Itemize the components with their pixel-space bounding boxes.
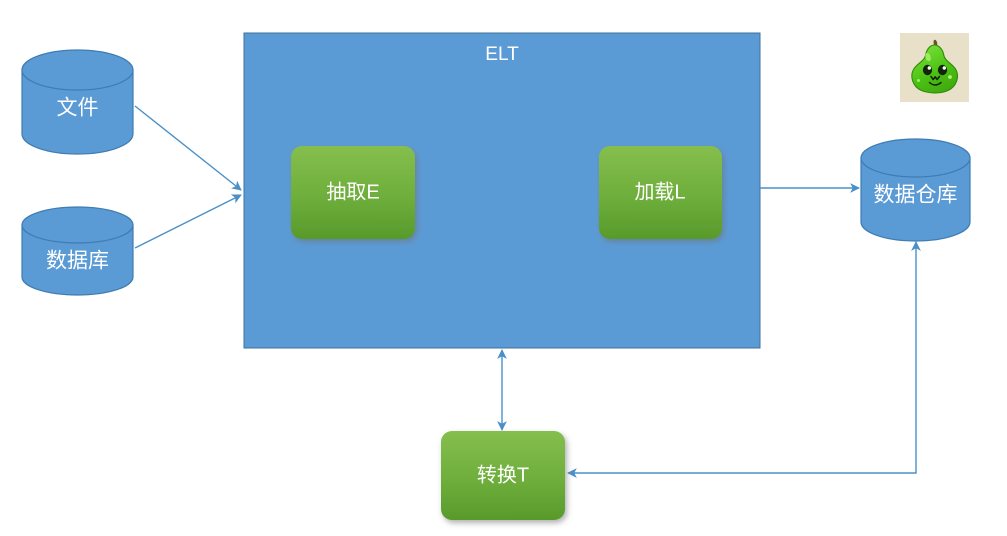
connector-group [134,105,921,478]
load-box-rect[interactable] [599,146,722,239]
load-box-label: 加载L [634,180,685,203]
extract-box-rect[interactable] [291,146,415,239]
extract-box-label: 抽取E [326,180,379,203]
file-cylinder-top [21,49,134,91]
connector-warehouse-to-transform[interactable] [567,241,921,478]
database-cylinder-top [21,206,134,244]
data-warehouse-cylinder[interactable]: 数据仓库 [860,138,971,242]
pear-mascot-logo-art [911,39,959,94]
database-cylinder-body [21,224,134,296]
pear-nose-icon [930,75,941,81]
connector-file-to-elt[interactable] [134,105,242,191]
pear-right-eye-glint-icon [942,66,946,70]
transform-box[interactable] [441,431,565,520]
file-cylinder-label: 文件 [57,97,99,120]
pear-left-eye-glint-icon [927,66,931,70]
pear-speck-icon [948,75,952,79]
warehouse-cylinder-label: 数据仓库 [874,184,958,207]
pear-right-eye-icon [937,64,948,76]
database-cylinder-label: 数据库 [46,250,109,273]
transform-box-label: 转换T [477,463,529,486]
pear-body-icon [911,44,959,94]
elt-container-title: ELT [485,44,519,65]
warehouse-cylinder-body [860,157,971,242]
pear-left-eye-icon [922,64,933,76]
warehouse-cylinder-top [860,138,971,178]
file-cylinder[interactable]: 文件 [21,49,134,155]
connector-database-to-elt[interactable] [134,194,242,249]
file-cylinder-body [21,69,134,155]
database-cylinder[interactable]: 数据库 [21,206,134,296]
pear-highlight-icon [925,52,931,62]
pear-smile-icon [928,81,942,86]
extract-box[interactable] [291,146,415,239]
pear-mascot-logo [900,33,969,102]
load-box[interactable] [599,146,722,239]
transform-box-rect[interactable] [441,431,565,520]
pear-speck-2-icon [917,79,920,82]
